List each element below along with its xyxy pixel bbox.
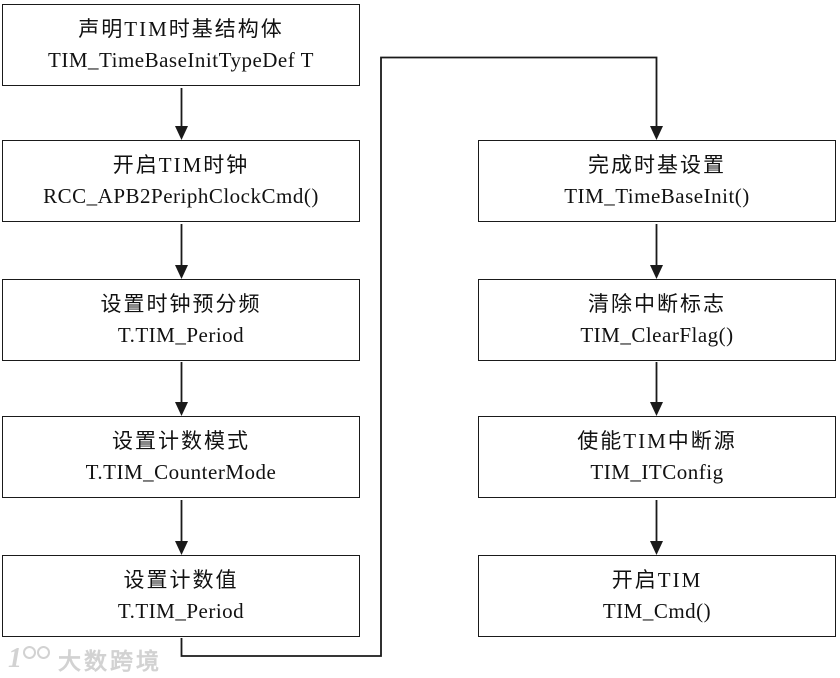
node-code: TIM_TimeBaseInit()	[564, 184, 750, 208]
flow-node-enable-clock: 开启TIM时钟 RCC_APB2PeriphClockCmd()	[2, 140, 360, 222]
watermark: 1 大数跨境	[8, 642, 162, 676]
node-code: TIM_TimeBaseInitTypeDef T	[48, 48, 314, 72]
watermark-logo-ring	[37, 646, 50, 659]
node-code: T.TIM_CounterMode	[85, 460, 277, 484]
watermark-logo-one: 1	[8, 643, 22, 674]
node-title: 清除中断标志	[588, 292, 726, 316]
node-title: 设置时钟预分频	[100, 292, 262, 316]
node-title: 开启TIM	[611, 568, 703, 592]
watermark-text: 大数跨境	[58, 648, 162, 674]
node-code: TIM_Cmd()	[602, 599, 712, 623]
watermark-logo-icon: 1	[8, 645, 50, 673]
node-title: 使能TIM中断源	[577, 429, 737, 453]
flow-node-it-config: 使能TIM中断源 TIM_ITConfig	[478, 416, 836, 498]
node-code: RCC_APB2PeriphClockCmd()	[43, 184, 319, 208]
node-title: 开启TIM时钟	[112, 153, 250, 177]
flow-node-declare-struct: 声明TIM时基结构体 TIM_TimeBaseInitTypeDef T	[2, 4, 360, 86]
node-title: 设置计数模式	[112, 429, 250, 453]
flow-node-timebase-init: 完成时基设置 TIM_TimeBaseInit()	[478, 140, 836, 222]
node-code: TIM_ITConfig	[590, 460, 724, 484]
flow-node-set-counter-mode: 设置计数模式 T.TIM_CounterMode	[2, 416, 360, 498]
node-code: T.TIM_Period	[117, 323, 245, 347]
watermark-logo-ring	[23, 646, 36, 659]
flow-node-tim-cmd: 开启TIM TIM_Cmd()	[478, 555, 836, 637]
node-title: 设置计数值	[123, 568, 239, 592]
flow-node-set-prescaler: 设置时钟预分频 T.TIM_Period	[2, 279, 360, 361]
node-title: 声明TIM时基结构体	[78, 17, 284, 41]
flow-node-set-period: 设置计数值 T.TIM_Period	[2, 555, 360, 637]
node-code: T.TIM_Period	[117, 599, 245, 623]
flow-node-clear-flag: 清除中断标志 TIM_ClearFlag()	[478, 279, 836, 361]
node-code: TIM_ClearFlag()	[580, 323, 734, 347]
node-title: 完成时基设置	[588, 153, 726, 177]
